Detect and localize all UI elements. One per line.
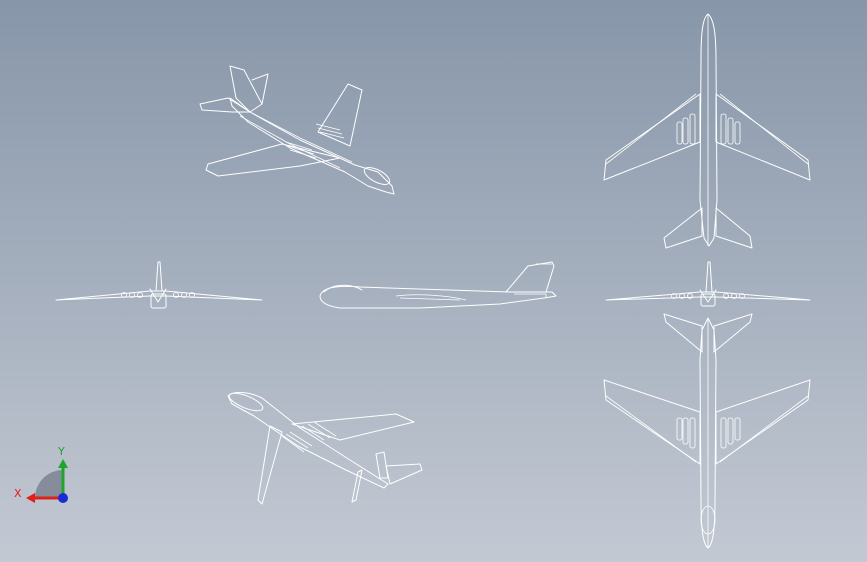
- engine-pods: [671, 293, 745, 299]
- aircraft-side-view[interactable]: [319, 261, 557, 309]
- aircraft-isometric-view[interactable]: [199, 65, 395, 195]
- y-axis-arrowhead: [58, 459, 68, 468]
- triad-plane: [35, 470, 63, 498]
- x-axis-label: X: [14, 487, 22, 500]
- aircraft-front-view-right[interactable]: [605, 261, 811, 307]
- engine-pods: [676, 417, 741, 449]
- aircraft-top-view[interactable]: [603, 13, 811, 249]
- engine-pods: [285, 123, 345, 159]
- y-axis-label: Y: [57, 445, 65, 458]
- aircraft-bottom-view[interactable]: [603, 313, 811, 549]
- engine-pods: [281, 421, 337, 453]
- z-axis-origin: [58, 493, 68, 503]
- aircraft-bottom-isometric-view[interactable]: [227, 390, 423, 505]
- coordinate-triad: X Y: [14, 445, 68, 503]
- engine-pods: [676, 113, 741, 145]
- engine-pods: [121, 292, 195, 298]
- x-axis-arrowhead: [26, 493, 35, 503]
- aircraft-front-view[interactable]: [55, 261, 263, 309]
